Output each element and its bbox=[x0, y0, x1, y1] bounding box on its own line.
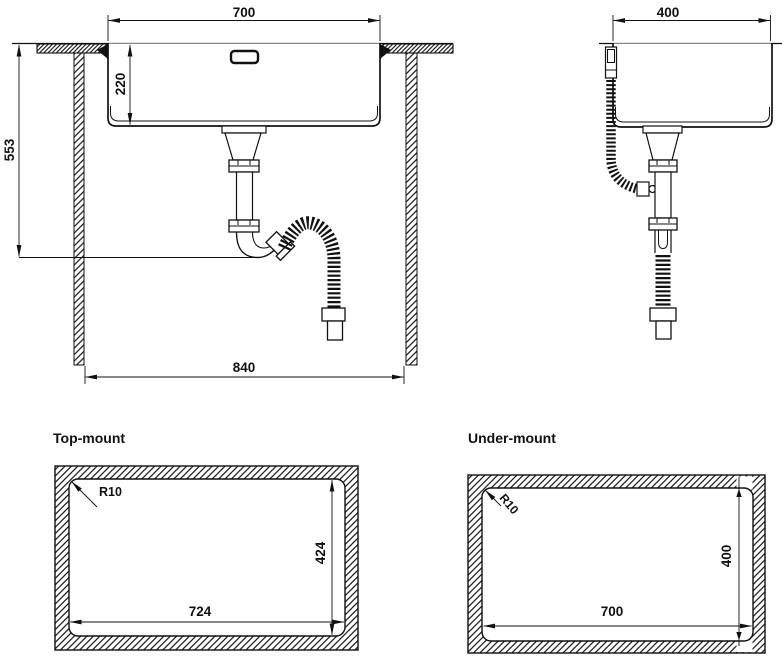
overflow-hose-side bbox=[606, 80, 640, 194]
drain-trap-front bbox=[221, 125, 296, 262]
drain-trap-side bbox=[642, 125, 683, 253]
sink-bowl-side bbox=[612, 43, 773, 128]
dim-840-lines bbox=[84, 366, 405, 384]
side-view bbox=[599, 15, 782, 340]
r10-leader-under-mount bbox=[485, 490, 502, 507]
top-mount-cutout bbox=[68, 478, 346, 637]
dim-label-220: 220 bbox=[113, 72, 128, 96]
dim-label-840: 840 bbox=[232, 360, 256, 375]
flex-hose-front bbox=[278, 216, 341, 308]
section-title-top-mount: Top-mount bbox=[53, 430, 126, 446]
hose-end-tail-front bbox=[326, 320, 344, 341]
dim-label-400-side: 400 bbox=[656, 5, 680, 20]
countertop-right bbox=[382, 43, 454, 54]
cabinet-wall-right bbox=[405, 52, 418, 366]
dim-label-700-under: 700 bbox=[600, 604, 624, 619]
hose-end-nut-side bbox=[649, 307, 677, 322]
under-mount-cutout bbox=[481, 487, 754, 642]
dim-label-724: 724 bbox=[188, 604, 212, 619]
mount-clip-left bbox=[97, 44, 108, 59]
mount-clip-right bbox=[380, 44, 391, 59]
overflow-hole bbox=[229, 49, 260, 65]
dim-553-lines bbox=[16, 44, 258, 258]
overflow-fitting-side bbox=[636, 181, 650, 197]
front-view bbox=[12, 15, 454, 384]
r10-leader-top-mount bbox=[71, 481, 98, 508]
hose-end-tail-side bbox=[655, 320, 672, 340]
dim-label-700-front: 700 bbox=[232, 5, 256, 20]
dim-label-424: 424 bbox=[313, 541, 328, 565]
dim-label-400-under: 400 bbox=[719, 544, 734, 568]
overflow-outlet-side bbox=[604, 46, 618, 79]
top-mount-view bbox=[54, 465, 359, 651]
dim-400-side-lines bbox=[612, 15, 771, 41]
cabinet-wall-left bbox=[73, 52, 85, 366]
under-mount-view bbox=[467, 474, 766, 654]
dim-700-front-lines bbox=[107, 15, 381, 41]
countertop-left bbox=[36, 43, 108, 54]
radius-label-top-mount: R10 bbox=[99, 485, 122, 499]
section-title-under-mount: Under-mount bbox=[468, 430, 556, 446]
sink-bowl-inner-line-side bbox=[615, 107, 770, 123]
hose-end-nut-front bbox=[321, 307, 346, 322]
sink-bowl-inner-line bbox=[110, 106, 378, 122]
dim-notch-top bbox=[736, 476, 753, 490]
dim-notch-bottom bbox=[736, 640, 753, 652]
dim-label-553: 553 bbox=[2, 138, 17, 162]
